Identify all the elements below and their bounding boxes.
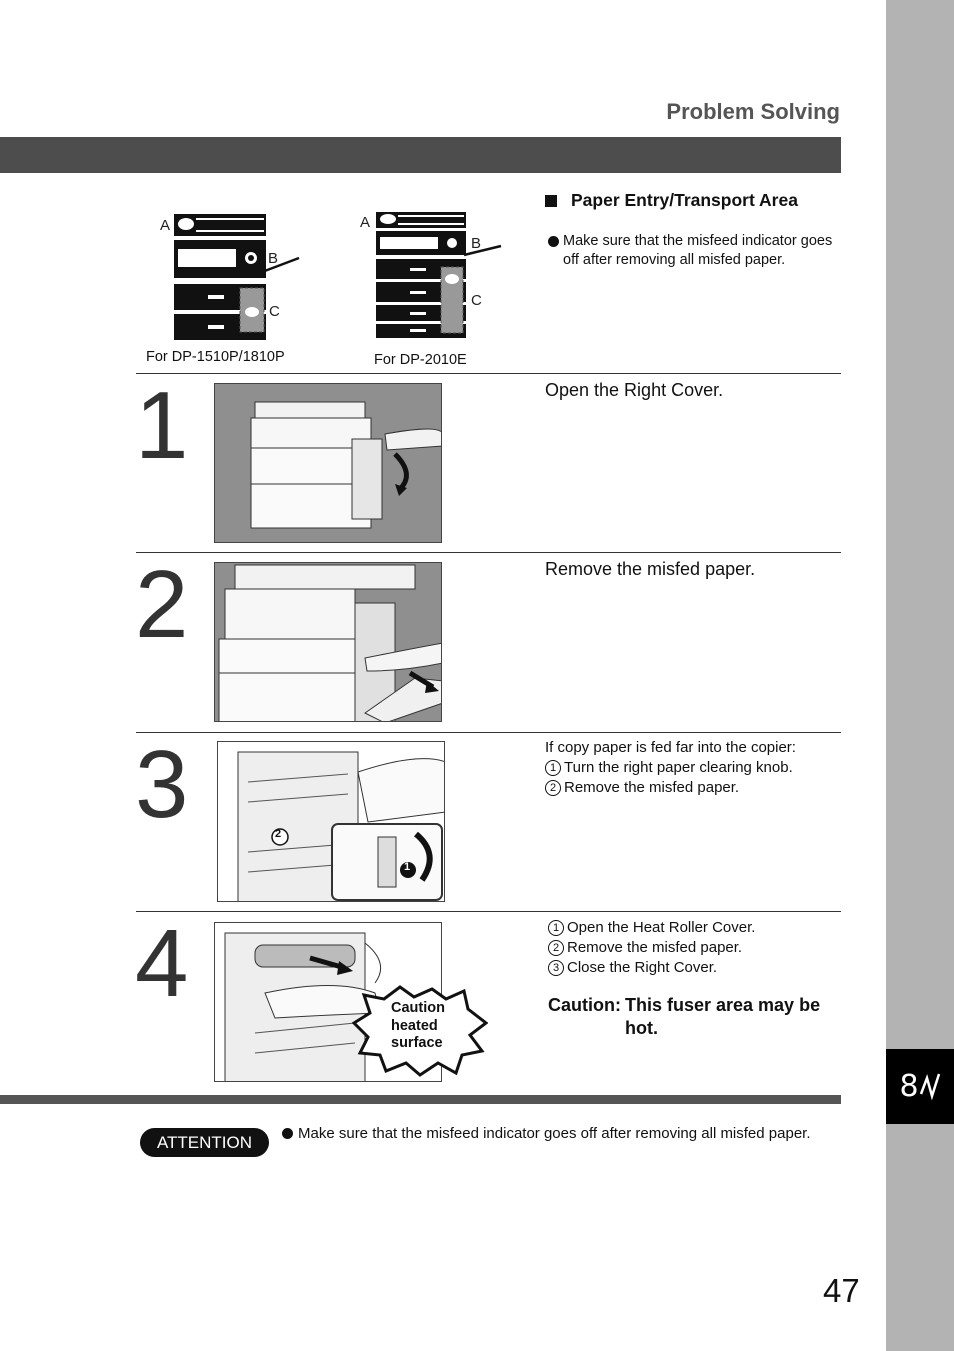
attention-note: Make sure that the misfeed indicator goe… bbox=[282, 1125, 811, 1142]
top-divider-bar bbox=[0, 137, 841, 173]
attention-badge: ATTENTION bbox=[140, 1128, 269, 1157]
step-1-divider bbox=[136, 373, 841, 374]
step-4-item-1-text: Open the Heat Roller Cover. bbox=[567, 919, 756, 936]
diagram-2-label-b: B bbox=[471, 235, 482, 252]
step-4-instructions: 1 Open the Heat Roller Cover. 2 Remove t… bbox=[548, 918, 755, 978]
caution-label: Caution: bbox=[548, 995, 621, 1015]
machine-diagram-2010e bbox=[376, 212, 506, 340]
step-4-item-3: 3 Close the Right Cover. bbox=[548, 958, 755, 978]
diagram-1-label-a: A bbox=[160, 217, 171, 234]
step-3-callout-2: 2 bbox=[275, 828, 282, 840]
step-3-instructions: If copy paper is fed far into the copier… bbox=[545, 738, 796, 798]
circled-number-icon: 2 bbox=[545, 780, 561, 796]
diagram-1-label-c: C bbox=[269, 303, 280, 320]
bullet-dot-icon bbox=[548, 236, 559, 247]
bottom-divider-bar bbox=[0, 1095, 841, 1104]
diagram-2-caption: For DP-2010E bbox=[374, 352, 467, 368]
step-3-callout-1: 1 bbox=[404, 861, 411, 873]
caution-heated-surface-badge: Caution heated surface bbox=[351, 985, 489, 1082]
caution-text: This fuser area may be hot. bbox=[624, 995, 821, 1038]
chapter-number: 8 bbox=[899, 1069, 919, 1104]
section-title-text: Paper Entry/Transport Area bbox=[571, 190, 798, 210]
badge-line-3: surface bbox=[391, 1035, 443, 1051]
step-4-item-1: 1 Open the Heat Roller Cover. bbox=[548, 918, 755, 938]
step-3-intro: If copy paper is fed far into the copier… bbox=[545, 739, 796, 756]
step-1-number: 1 bbox=[135, 372, 189, 479]
square-bullet-icon bbox=[545, 194, 557, 207]
step-2-divider bbox=[136, 552, 841, 553]
chapter-wave-icon bbox=[919, 1073, 940, 1100]
circled-number-icon: 1 bbox=[545, 760, 561, 776]
step-1-illustration bbox=[214, 383, 442, 543]
step-1-text: Open the Right Cover. bbox=[545, 380, 724, 400]
page-header-title: Problem Solving bbox=[666, 99, 840, 124]
diagram-1-label-b: B bbox=[268, 250, 279, 267]
step-2-illustration bbox=[214, 562, 442, 722]
diagram-2-label-c: C bbox=[471, 292, 482, 309]
step-3-number: 3 bbox=[135, 731, 189, 838]
step-3-item-2: 2 Remove the misfed paper. bbox=[545, 778, 796, 798]
caution-starburst-icon bbox=[351, 985, 489, 1077]
machine-diagram-1510p bbox=[174, 214, 304, 342]
diagram-2-label-a: A bbox=[360, 214, 371, 231]
step-2-number: 2 bbox=[135, 551, 189, 658]
side-strip bbox=[886, 0, 954, 1351]
step-4-item-2: 2 Remove the misfed paper. bbox=[548, 938, 755, 958]
bullet-dot-icon bbox=[282, 1128, 293, 1139]
step-2-text: Remove the misfed paper. bbox=[545, 559, 756, 579]
step-3-divider bbox=[136, 732, 841, 733]
misfeed-note-text: Make sure that the misfeed indicator goe… bbox=[563, 233, 833, 268]
step-3-item-2-text: Remove the misfed paper. bbox=[564, 779, 740, 796]
step-4-divider bbox=[136, 911, 841, 912]
attention-note-text: Make sure that the misfeed indicator goe… bbox=[298, 1125, 811, 1142]
badge-line-1: Caution bbox=[391, 1000, 445, 1016]
chapter-tab: 8 bbox=[886, 1049, 954, 1124]
badge-line-2: heated bbox=[391, 1017, 438, 1034]
step-4-number: 4 bbox=[135, 910, 189, 1017]
step-3-illustration: 2 1 bbox=[217, 741, 445, 902]
step-4-item-3-text: Close the Right Cover. bbox=[567, 959, 718, 976]
section-title: Paper Entry/Transport Area bbox=[545, 190, 798, 211]
circled-number-icon: 1 bbox=[548, 920, 564, 936]
misfeed-note: Make sure that the misfeed indicator goe… bbox=[548, 232, 833, 270]
step-4-item-2-text: Remove the misfed paper. bbox=[567, 939, 743, 956]
step-3-item-1: 1 Turn the right paper clearing knob. bbox=[545, 758, 796, 778]
step-3-item-1-text: Turn the right paper clearing knob. bbox=[564, 759, 793, 776]
circled-number-icon: 2 bbox=[548, 940, 564, 956]
diagram-1-caption: For DP-1510P/1810P bbox=[146, 349, 285, 365]
page-number: 47 bbox=[823, 1272, 860, 1309]
circled-number-icon: 3 bbox=[548, 960, 564, 976]
caution-notice: Caution: This fuser area may be hot. bbox=[548, 994, 843, 1040]
